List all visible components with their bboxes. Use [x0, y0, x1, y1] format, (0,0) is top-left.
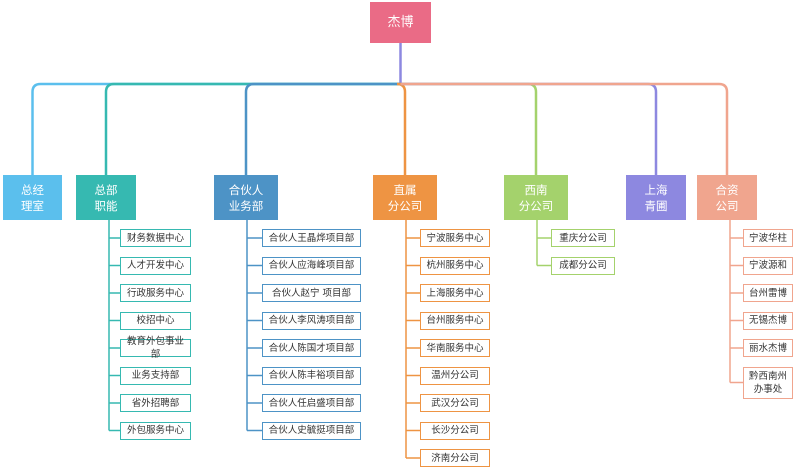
item-label: 合伙人陈国才项目部: [268, 342, 355, 354]
item-node[interactable]: 宁波服务中心: [420, 229, 490, 247]
branch-line-1: [104, 82, 401, 175]
item-node[interactable]: 合伙人陈国才项目部: [262, 339, 361, 357]
item-label: 宁波源和: [748, 260, 787, 271]
item-label: 合伙人陈丰裕项目部: [268, 370, 355, 381]
item-label: 上海服务中心: [426, 287, 484, 299]
item-node[interactable]: 无锡杰博: [743, 311, 793, 330]
item-label: 合伙人王晶烨项目部: [268, 232, 355, 244]
item-node[interactable]: 台州雷博: [743, 284, 793, 302]
item-node[interactable]: 省外招聘部: [120, 394, 191, 412]
item-label: 合伙人史毓挺项目部: [268, 425, 355, 436]
department-node-1[interactable]: 总部 职能: [76, 175, 136, 220]
department-node-6[interactable]: 合资 公司: [697, 175, 757, 220]
item-label: 宁波服务中心: [426, 232, 484, 244]
item-label: 华南服务中心: [426, 342, 484, 354]
item-node[interactable]: 丽水杰博: [743, 339, 793, 357]
item-label: 宁波华柱: [748, 232, 787, 244]
item-node[interactable]: 济南分公司: [420, 449, 490, 467]
department-label: 合资 公司: [715, 182, 739, 213]
item-label: 财务数据中心: [126, 232, 184, 244]
department-label: 上海 青圃: [644, 182, 668, 213]
item-node[interactable]: 教育外包事业部: [120, 336, 191, 360]
item-node[interactable]: 合伙人王晶烨项目部: [262, 229, 361, 247]
branch-line-0: [31, 82, 401, 175]
item-label: 武汉分公司: [431, 397, 479, 409]
item-node[interactable]: 温州分公司: [420, 366, 490, 385]
department-node-3[interactable]: 直属 分公司: [373, 175, 437, 220]
item-node[interactable]: 合伙人陈丰裕项目部: [262, 366, 361, 385]
item-node[interactable]: 合伙人应海峰项目部: [262, 256, 361, 275]
item-node[interactable]: 财务数据中心: [120, 229, 191, 247]
item-label: 合伙人李风涛项目部: [268, 315, 355, 326]
item-label: 教育外包事业部: [126, 336, 184, 360]
item-node[interactable]: 人才开发中心: [120, 256, 191, 275]
item-node[interactable]: 上海服务中心: [420, 284, 490, 302]
item-label: 丽水杰博: [748, 342, 787, 354]
item-label: 成都分公司: [559, 260, 607, 271]
item-node[interactable]: 校招中心: [120, 311, 191, 330]
item-label: 杭州服务中心: [426, 260, 484, 271]
branch-line-4: [400, 82, 538, 175]
item-node[interactable]: 业务支持部: [120, 366, 191, 385]
item-label: 温州分公司: [431, 370, 479, 381]
item-node[interactable]: 宁波源和: [743, 256, 793, 275]
item-node[interactable]: 重庆分公司: [551, 229, 615, 247]
item-node[interactable]: 行政服务中心: [120, 284, 191, 302]
item-label: 省外招聘部: [131, 397, 180, 409]
department-label: 合伙人 业务部: [228, 182, 264, 213]
item-label: 黔西南州 办事处: [748, 370, 787, 395]
item-label: 校招中心: [136, 315, 175, 326]
item-label: 合伙人应海峰项目部: [268, 260, 355, 271]
item-node[interactable]: 台州服务中心: [420, 311, 490, 330]
department-label: 直属 分公司: [387, 182, 423, 213]
branch-line-6: [400, 82, 729, 175]
item-node[interactable]: 杭州服务中心: [420, 256, 490, 275]
root-label: 杰博: [387, 14, 414, 30]
item-node[interactable]: 合伙人任启盛项目部: [262, 394, 361, 412]
item-label: 人才开发中心: [126, 260, 184, 271]
department-node-4[interactable]: 西南 分公司: [504, 175, 568, 220]
item-node[interactable]: 华南服务中心: [420, 339, 490, 357]
item-label: 台州雷博: [748, 287, 787, 299]
branch-line-5: [400, 82, 658, 175]
item-label: 合伙人任启盛项目部: [268, 397, 355, 409]
department-node-0[interactable]: 总经 理室: [3, 175, 62, 220]
item-label: 无锡杰博: [748, 315, 787, 326]
branch-line-2: [244, 82, 401, 175]
item-label: 外包服务中心: [126, 425, 184, 436]
item-label: 合伙人赵宁 项目部: [271, 287, 352, 299]
item-node[interactable]: 合伙人史毓挺项目部: [262, 421, 361, 440]
item-label: 济南分公司: [431, 452, 479, 464]
item-label: 台州服务中心: [426, 315, 484, 326]
item-node[interactable]: 外包服务中心: [120, 421, 191, 440]
department-label: 西南 分公司: [518, 182, 554, 213]
item-node[interactable]: 长沙分公司: [420, 421, 490, 440]
item-node[interactable]: 合伙人赵宁 项目部: [262, 284, 361, 302]
item-node[interactable]: 合伙人李风涛项目部: [262, 311, 361, 330]
department-label: 总经 理室: [21, 182, 44, 213]
item-node[interactable]: 黔西南州 办事处: [743, 366, 793, 399]
root-node[interactable]: 杰博: [370, 2, 431, 43]
department-label: 总部 职能: [94, 182, 118, 213]
item-label: 重庆分公司: [559, 232, 607, 244]
item-label: 业务支持部: [131, 370, 180, 381]
item-node[interactable]: 武汉分公司: [420, 394, 490, 412]
item-node[interactable]: 成都分公司: [551, 256, 615, 275]
branch-line-3: [396, 82, 407, 175]
department-node-2[interactable]: 合伙人 业务部: [214, 175, 278, 220]
item-label: 长沙分公司: [431, 425, 479, 436]
department-node-5[interactable]: 上海 青圃: [626, 175, 686, 220]
item-node[interactable]: 宁波华柱: [743, 229, 793, 247]
item-label: 行政服务中心: [126, 287, 184, 299]
